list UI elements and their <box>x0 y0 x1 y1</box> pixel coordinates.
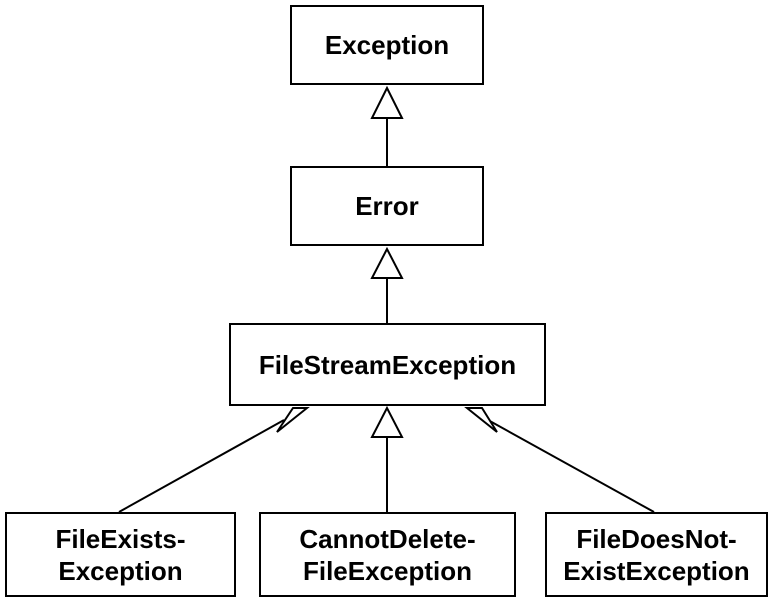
class-name-label: Error <box>355 191 419 221</box>
class-name-label-line-1: FileDoesNot- <box>576 523 737 554</box>
inheritance-arrowhead <box>370 85 404 119</box>
class-name-label-line-1: FileExists- <box>55 523 186 554</box>
class-name-label: FileStreamException <box>258 349 517 380</box>
class-box-error: Error <box>290 166 484 246</box>
class-name-label: Exception <box>324 30 450 60</box>
edge-filedoesnotexistexception-to-filestreamexception <box>487 419 655 513</box>
class-box-file-does-not-exist-exception: FileDoesNot- ExistException <box>545 512 768 597</box>
class-box-exception: Exception <box>290 5 484 85</box>
class-name-label-line-2: Exception <box>58 555 183 586</box>
inheritance-arrowhead <box>464 407 498 433</box>
class-name-label-line-2: ExistException <box>563 555 750 586</box>
class-name-label-line-1: CannotDelete- <box>299 523 476 554</box>
class-box-file-exists-exception: FileExists- Exception <box>5 512 236 597</box>
inheritance-arrowhead <box>276 407 310 433</box>
class-name-label-line-2: FileException <box>302 555 473 586</box>
class-box-file-stream-exception: FileStreamException <box>229 323 546 406</box>
inheritance-arrowhead <box>370 246 404 279</box>
inheritance-arrowhead <box>370 405 404 438</box>
class-box-cannot-delete-file-exception: CannotDelete- FileException <box>259 512 516 597</box>
edge-fileexistsexception-to-filestreamexception <box>118 419 285 513</box>
